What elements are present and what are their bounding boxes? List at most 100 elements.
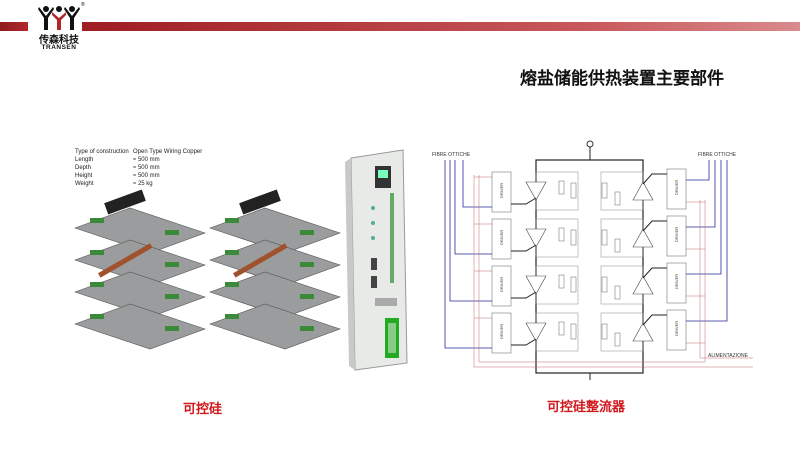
fibre-label-left: FIBRE OTTICHE [432,152,471,158]
pcb [90,314,104,319]
cell-left [535,218,579,258]
pcb [300,326,314,331]
gate-wire [642,220,667,232]
spec-row: Weight ≈ 25 kg [75,180,202,188]
gate-wire [642,267,667,279]
driver-label: DRIVER [674,321,679,336]
cell-left [535,265,579,305]
resistor [601,229,608,246]
pcb [225,218,239,223]
caption-thyristor: 可控硅 [183,401,223,416]
driver-box-left [491,218,512,260]
logo-text-en: TRANSEN [41,44,77,51]
pcb [165,230,179,235]
resistor [601,182,608,199]
spec-key: Length [75,157,94,163]
driver-box-right [666,168,687,210]
fibre-line-left [444,160,492,349]
pcb [300,294,314,299]
fibre-line-left [462,160,492,208]
resistor [558,227,565,242]
driver-label: DRIVER [499,183,504,198]
pcb [90,250,104,255]
pcb [300,230,314,235]
thyristor-right [632,322,654,342]
pcb [90,282,104,287]
thyristor-left [525,181,547,201]
spec-row: Depth≈ 500 mm [75,164,202,172]
spec-key: Weight [75,181,94,187]
pcb [90,218,104,223]
fibre-line-left [454,160,492,255]
driver-box-left [491,312,512,354]
cell-right [600,265,644,305]
caption-rectifier: 可控硅整流器 [547,399,626,414]
rectifier-controller-image [345,149,408,371]
gate-wire [642,173,667,185]
fibre-line-right [686,160,722,275]
driver-box-left [491,265,512,307]
driver-label: DRIVER [499,277,504,292]
spec-value: ≈ 25 kg [133,181,153,187]
pcb [165,262,179,267]
gate-wire [642,314,667,326]
resistor [570,182,577,199]
busbar [98,243,153,278]
gate-wire [511,244,537,252]
bus-frame [535,159,644,374]
driver-label: DRIVER [499,324,504,339]
cell-right [600,218,644,258]
spec-value: ≈ 500 mm [133,157,160,163]
logo-figures-icon [38,6,80,30]
pcb [225,282,239,287]
resistor [601,323,608,340]
pcb [300,262,314,267]
thyristor-right [632,275,654,295]
thyristor-stack-image [74,189,341,350]
resistor [614,191,621,206]
driver-label: DRIVER [674,274,679,289]
clamp [104,189,146,215]
terminal-top [586,140,594,148]
cell-right [600,171,644,211]
supply-label: ALIMENTAZIONE [708,353,749,359]
clamp [239,189,281,215]
spec-value: ≈ 500 mm [133,165,160,171]
thyristor-left [525,275,547,295]
driver-box-right [666,262,687,304]
busbar [233,243,288,278]
pcb [225,250,239,255]
page-title: 熔盐储能供热装置主要部件 [520,69,724,88]
logo-text-cn: 传森科技 [39,35,79,46]
spec-value: Open Type Wiring Copper [133,149,203,155]
fibre-line-right [686,160,710,181]
heatsink [209,303,341,350]
resistor [614,238,621,253]
header-bar-left [0,22,28,31]
supply-bus [699,200,753,359]
cell-left [535,312,579,352]
resistor [614,285,621,300]
pcb [225,314,239,319]
driver-box-right [666,215,687,257]
fibre-line-right [686,160,716,228]
fibre-line-left [449,160,492,302]
spec-row: Height≈ 500 mm [75,172,202,180]
rectifier-circuit-diagram: FIBRE OTTICHE FIBRE OTTICHE ALIMENTAZION… [432,140,753,380]
resistor [601,276,608,293]
spec-row: Length ≈ 500 mm [75,156,202,164]
resistor [570,276,577,293]
thyristor-right [632,181,654,201]
fibre-label-right: FIBRE OTTICHE [698,152,737,158]
gate-wire [511,291,537,299]
registered-mark: ® [81,2,85,8]
logo: ® 传森科技 TRANSEN [34,2,85,52]
thyristor-right [632,228,654,248]
driver-box-right [666,309,687,351]
resistor [558,321,565,336]
driver-label: DRIVER [674,227,679,242]
resistor [570,229,577,246]
heatsink [74,303,206,350]
